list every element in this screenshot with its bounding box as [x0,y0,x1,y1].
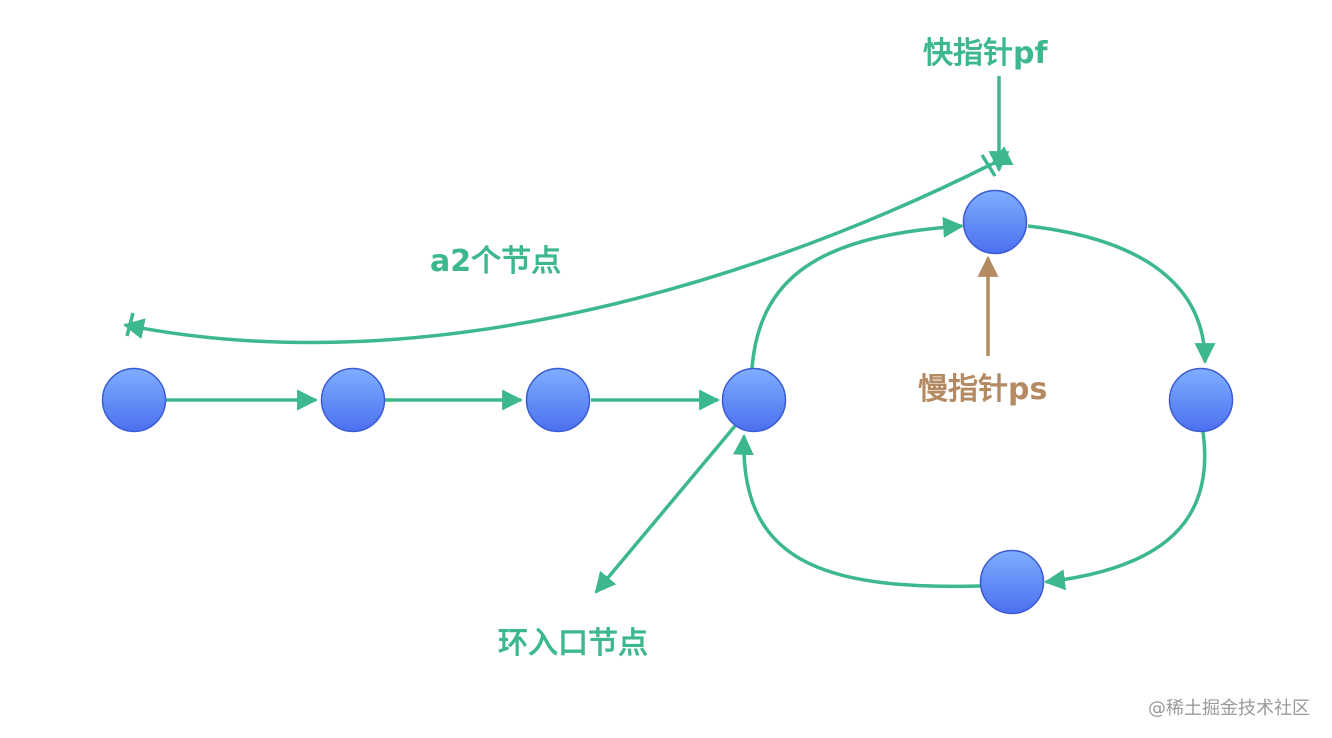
cycle-entry-label: 环入口节点 [498,626,648,661]
a2-span-arrow [122,146,1014,345]
cycle-top-node [962,189,1028,255]
a2-span-tick-right [980,154,997,177]
slow-pointer-label: 慢指针ps [918,372,1048,407]
a2-nodes-label: a2个节点 [430,244,562,279]
cycle-entry-node [721,367,787,433]
fast-pointer-label: 快指针pf [923,36,1048,71]
edge-right-bottom [1043,431,1207,591]
cycle-right-node [1168,367,1234,433]
a2-span-tick-left [125,312,135,337]
edge-top-right [1027,224,1216,365]
list-node-1 [101,367,167,433]
cycle-entry-arrow [594,424,737,594]
cycle-bottom-node [979,549,1045,615]
watermark: @稀土掘金技术社区 [1148,698,1310,719]
list-node-3 [525,367,591,433]
list-node-2 [320,367,386,433]
edge-entry-top [750,216,965,369]
edge-bottom-entry [732,433,981,589]
